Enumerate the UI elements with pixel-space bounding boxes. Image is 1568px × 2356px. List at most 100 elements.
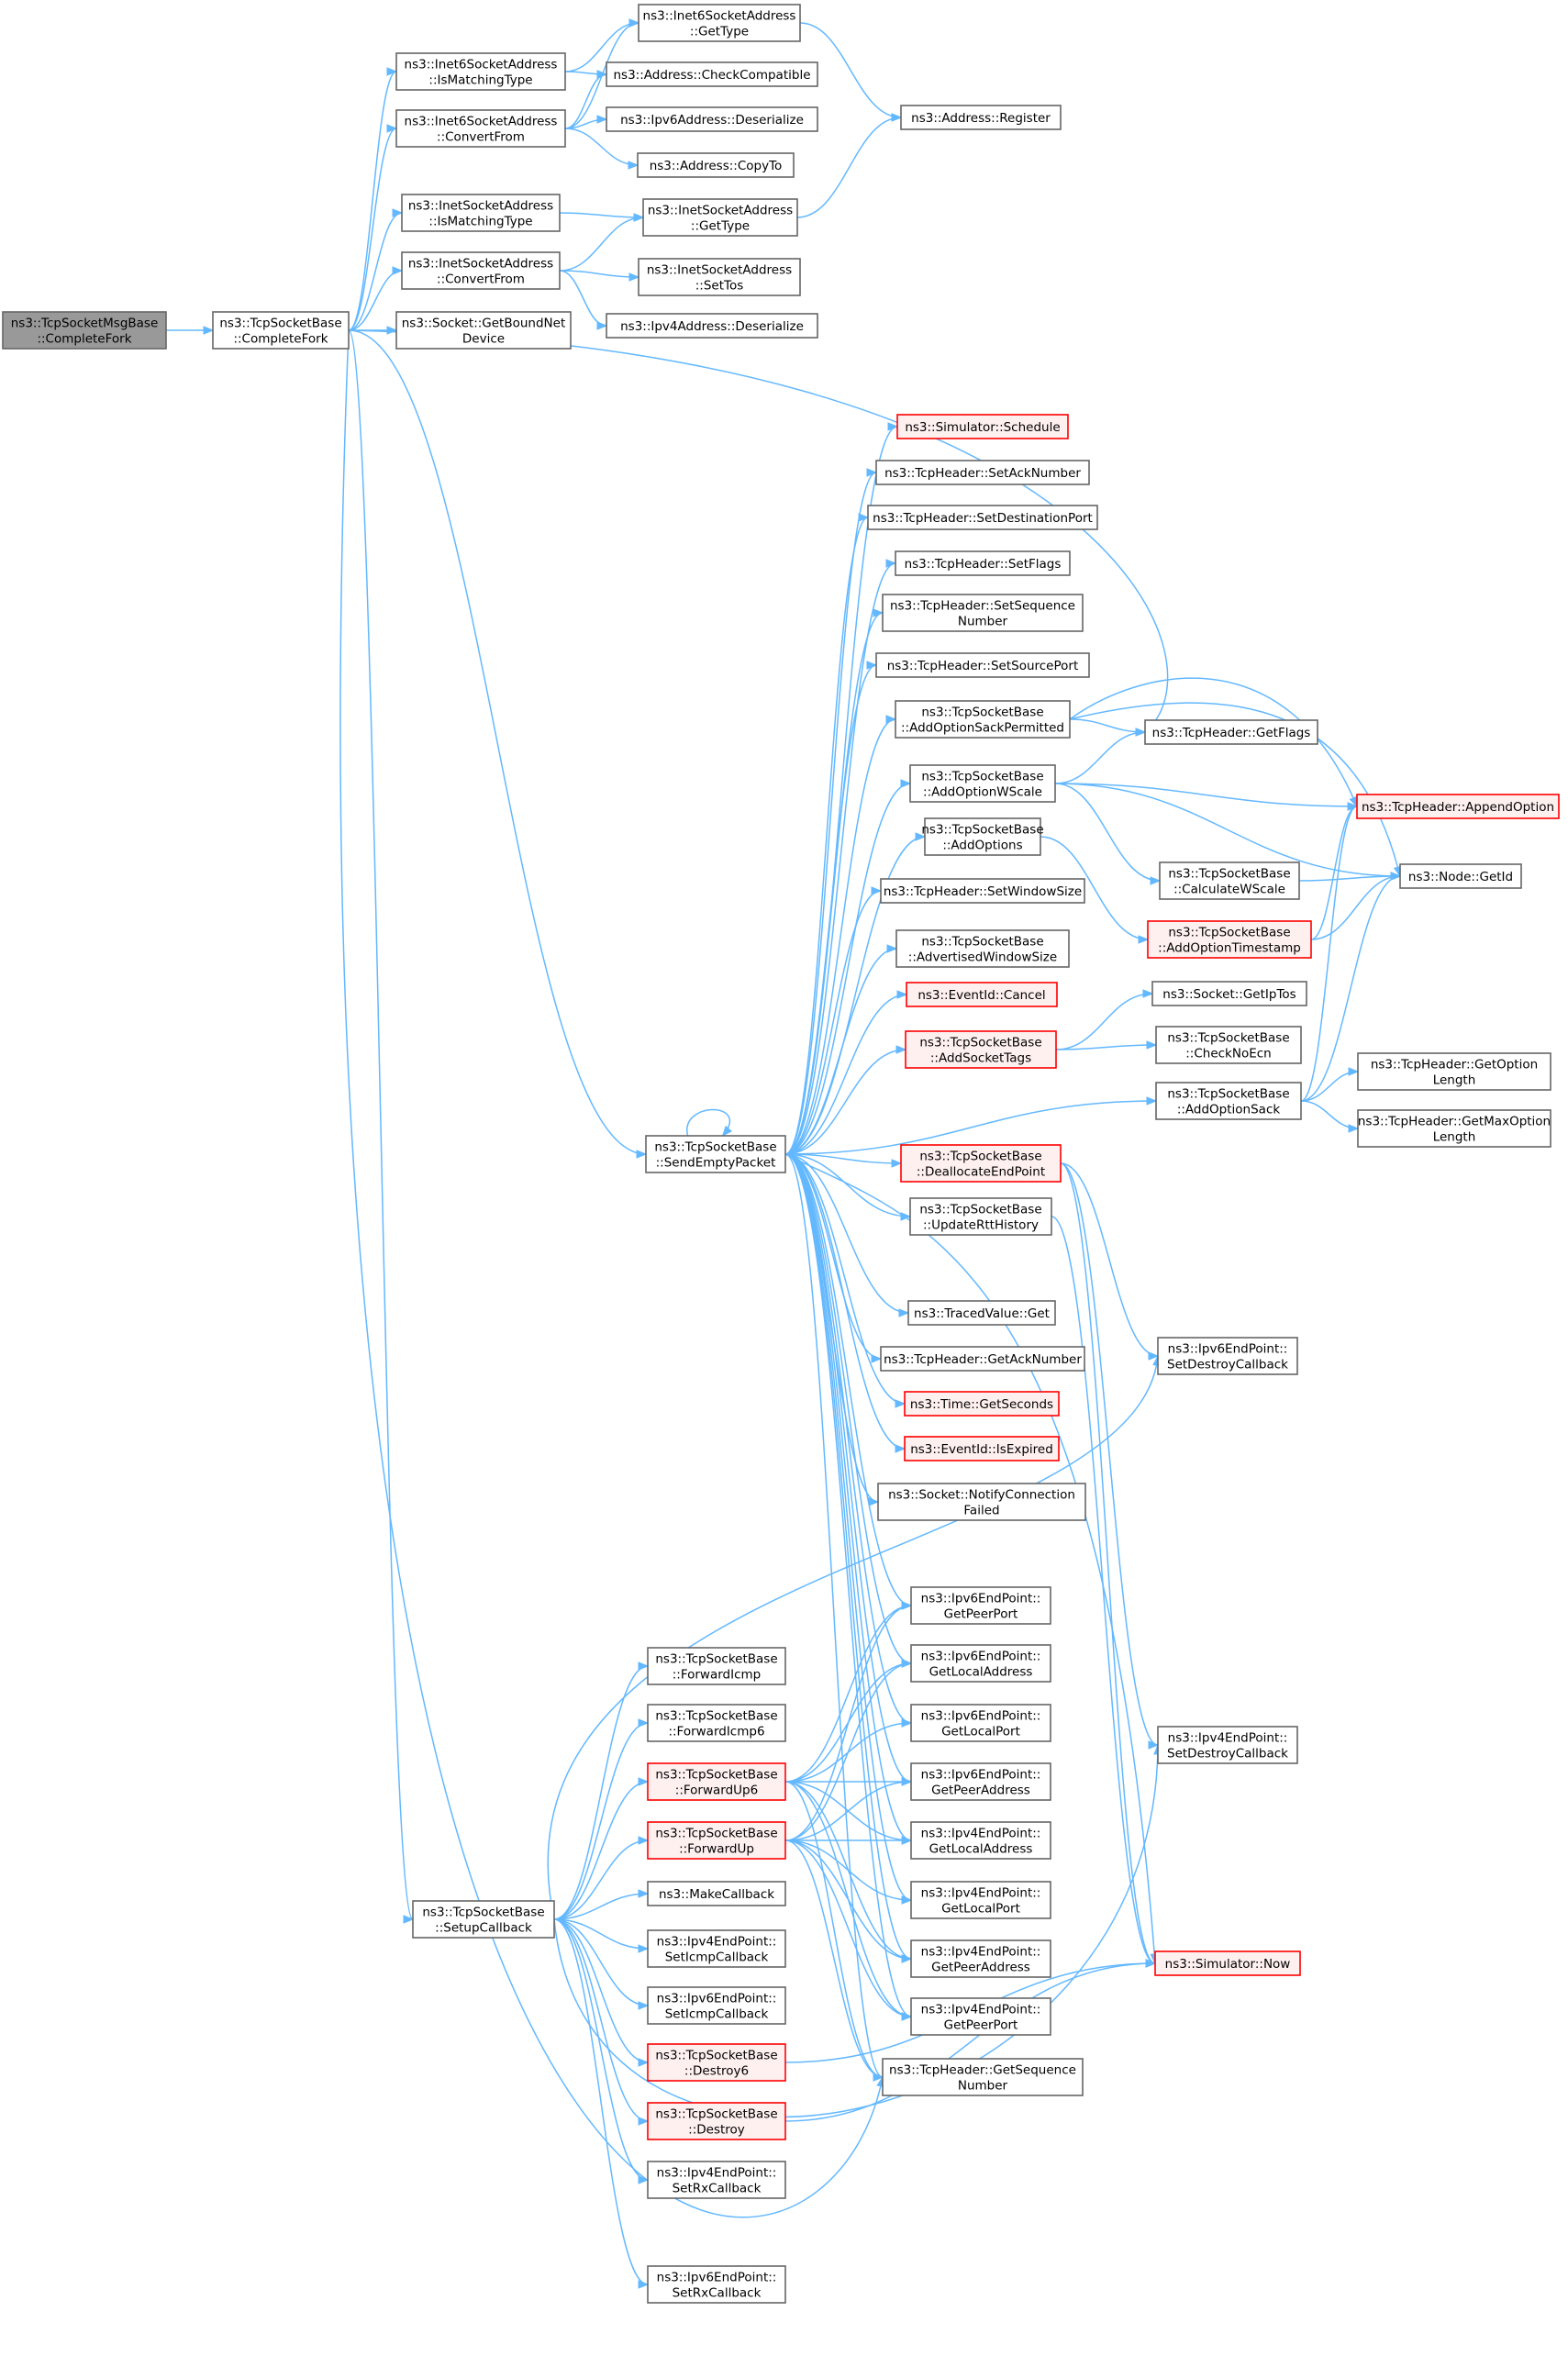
node-label: ::GetType xyxy=(690,25,749,39)
node-sep[interactable]: ns3::TcpSocketBase::SendEmptyPacket xyxy=(645,1135,786,1173)
node-setdp[interactable]: ns3::TcpHeader::SetDestinationPort xyxy=(867,505,1098,530)
edge-arrowhead xyxy=(1348,1067,1360,1076)
node-label: ::ForwardUp6 xyxy=(675,1784,758,1798)
node-mkcb[interactable]: ns3::MakeCallback xyxy=(647,1881,786,1906)
node-root[interactable]: ns3::TcpSocketMsgBase::CompleteFork xyxy=(2,311,167,350)
node-i6sic[interactable]: ns3::Ipv6EndPoint::SetIcmpCallback xyxy=(647,1986,786,2025)
node-label: ns3::Ipv6EndPoint:: xyxy=(921,1709,1041,1724)
node-label: GetPeerPort xyxy=(944,1607,1018,1622)
edge-path xyxy=(559,270,639,278)
node-isexp[interactable]: ns3::EventId::IsExpired xyxy=(904,1436,1060,1461)
edge-arrowhead xyxy=(1135,728,1147,737)
node-i4sic[interactable]: ns3::Ipv4EndPoint::SetIcmpCallback xyxy=(647,1929,786,1968)
node-box xyxy=(909,764,1056,803)
node-acopy[interactable]: ns3::Address::CopyTo xyxy=(637,152,795,178)
node-label: ns3::TcpSocketBase xyxy=(654,1140,776,1155)
node-ip4des[interactable]: ns3::Ipv4Address::Deserialize xyxy=(606,313,818,339)
node-i6gt[interactable]: ns3::Inet6SocketAddress::GetType xyxy=(638,4,801,42)
node-i6gpa[interactable]: ns3::Ipv6EndPoint::GetPeerAddress xyxy=(910,1762,1051,1801)
node-setwin[interactable]: ns3::TcpHeader::SetWindowSize xyxy=(880,878,1085,904)
node-getiptos[interactable]: ns3::Socket::GetIpTos xyxy=(1151,981,1307,1006)
node-setfl[interactable]: ns3::TcpHeader::SetFlags xyxy=(895,550,1071,576)
node-label: ::UpdateRttHistory xyxy=(923,1218,1039,1233)
node-i4gt[interactable]: ns3::InetSocketAddress::GetType xyxy=(642,198,798,237)
node-destroy[interactable]: ns3::TcpSocketBase::Destroy xyxy=(647,2102,786,2140)
call-edge xyxy=(1054,728,1147,784)
node-i6imt[interactable]: ns3::Inet6SocketAddress::IsMatchingType xyxy=(395,52,566,91)
node-label: ns3::Simulator::Now xyxy=(1165,1957,1291,1972)
node-aopts[interactable]: ns3::TcpSocketBase::AddOptions xyxy=(921,817,1044,856)
node-i4gpp[interactable]: ns3::Ipv4EndPoint::GetPeerPort xyxy=(910,1997,1051,2036)
node-calcws[interactable]: ns3::TcpSocketBase::CalculateWScale xyxy=(1159,861,1300,900)
node-acc[interactable]: ns3::Address::CheckCompatible xyxy=(606,61,818,87)
node-label: ns3::TcpHeader::SetDestinationPort xyxy=(873,511,1093,526)
node-setupcb[interactable]: ns3::TcpSocketBase::SetupCallback xyxy=(412,1900,555,1939)
node-i4gla[interactable]: ns3::Ipv4EndPoint::GetLocalAddress xyxy=(910,1821,1051,1860)
node-i4gpa[interactable]: ns3::Ipv4EndPoint::GetPeerAddress xyxy=(910,1939,1051,1978)
node-getfl[interactable]: ns3::TcpHeader::GetFlags xyxy=(1144,719,1318,745)
node-rtth[interactable]: ns3::TcpSocketBase::UpdateRttHistory xyxy=(909,1197,1052,1236)
node-box xyxy=(896,414,1069,439)
node-i6cf[interactable]: ns3::Inet6SocketAddress::ConvertFrom xyxy=(395,109,566,148)
node-fwup[interactable]: ns3::TcpSocketBase::ForwardUp xyxy=(647,1821,786,1860)
node-setack[interactable]: ns3::TcpHeader::SetAckNumber xyxy=(875,460,1090,485)
node-fwicmp[interactable]: ns3::TcpSocketBase::ForwardIcmp xyxy=(647,1647,786,1685)
node-dealloc[interactable]: ns3::TcpSocketBase::DeallocateEndPoint xyxy=(900,1144,1062,1183)
node-i4cf[interactable]: ns3::InetSocketAddress::ConvertFrom xyxy=(401,251,561,290)
node-i6glp[interactable]: ns3::Ipv6EndPoint::GetLocalPort xyxy=(910,1704,1051,1742)
node-label: ns3::TcpHeader::GetFlags xyxy=(1152,726,1311,740)
node-label: ns3::Ipv6EndPoint:: xyxy=(657,2271,777,2285)
node-getid[interactable]: ns3::Node::GetId xyxy=(1399,863,1522,889)
node-i6sdc[interactable]: ns3::Ipv6EndPoint::SetDestroyCallback xyxy=(1157,1337,1298,1375)
node-getsec[interactable]: ns3::Time::GetSeconds xyxy=(904,1391,1060,1417)
edge-path xyxy=(1069,718,1146,733)
node-sched[interactable]: ns3::Simulator::Schedule xyxy=(896,414,1069,439)
node-i6gla[interactable]: ns3::Ipv6EndPoint::GetLocalAddress xyxy=(910,1644,1051,1683)
node-cf[interactable]: ns3::TcpSocketBase::CompleteFork xyxy=(212,311,350,350)
call-edge xyxy=(784,1839,913,1963)
node-label: ::ForwardIcmp xyxy=(673,1668,762,1683)
node-simnow[interactable]: ns3::Simulator::Now xyxy=(1154,1950,1301,1976)
node-i4src[interactable]: ns3::Ipv4EndPoint::SetRxCallback xyxy=(647,2161,786,2199)
node-label: GetLocalPort xyxy=(941,1725,1020,1739)
node-i4tos[interactable]: ns3::InetSocketAddress::SetTos xyxy=(638,258,801,296)
node-appopt[interactable]: ns3::TcpHeader::AppendOption xyxy=(1356,794,1560,819)
node-aows[interactable]: ns3::TcpSocketBase::AddOptionWScale xyxy=(909,764,1056,803)
node-fwup6[interactable]: ns3::TcpSocketBase::ForwardUp6 xyxy=(647,1762,786,1801)
node-setsp[interactable]: ns3::TcpHeader::SetSourcePort xyxy=(875,652,1090,678)
node-destroy6[interactable]: ns3::TcpSocketBase::Destroy6 xyxy=(647,2043,786,2082)
node-label: SetRxCallback xyxy=(673,2182,762,2196)
node-fwicmp6[interactable]: ns3::TcpSocketBase::ForwardIcmp6 xyxy=(647,1704,786,1742)
node-aots[interactable]: ns3::TcpSocketBase::AddOptionTimestamp xyxy=(1147,920,1312,959)
node-i6gpp[interactable]: ns3::Ipv6EndPoint::GetPeerPort xyxy=(910,1586,1051,1625)
node-evcan[interactable]: ns3::EventId::Cancel xyxy=(906,982,1058,1007)
node-aosack[interactable]: ns3::TcpSocketBase::AddOptionSack xyxy=(1155,1082,1302,1120)
call-edge xyxy=(348,208,404,331)
node-i4imt[interactable]: ns3::InetSocketAddress::IsMatchingType xyxy=(401,194,561,232)
edge-path xyxy=(784,1839,912,1901)
node-label: ns3::TcpSocketMsgBase xyxy=(11,317,159,331)
node-box xyxy=(875,460,1090,485)
node-label: ns3::TcpHeader::GetAckNumber xyxy=(884,1352,1082,1367)
call-edge xyxy=(784,513,870,1155)
node-i6src[interactable]: ns3::Ipv6EndPoint::SetRxCallback xyxy=(647,2265,786,2304)
node-ip6des[interactable]: ns3::Ipv6Address::Deserialize xyxy=(606,106,818,132)
node-chkecn[interactable]: ns3::TcpSocketBase::CheckNoEcn xyxy=(1155,1026,1302,1064)
node-addtags[interactable]: ns3::TcpSocketBase::AddSocketTags xyxy=(905,1030,1057,1069)
node-advwin[interactable]: ns3::TcpSocketBase::AdvertisedWindowSize xyxy=(895,929,1070,968)
node-i4glp[interactable]: ns3::Ipv4EndPoint::GetLocalPort xyxy=(910,1881,1051,1919)
node-label: ns3::Ipv4Address::Deserialize xyxy=(620,319,804,334)
node-i4sdc[interactable]: ns3::Ipv4EndPoint::SetDestroyCallback xyxy=(1157,1726,1298,1764)
node-getack[interactable]: ns3::TcpHeader::GetAckNumber xyxy=(880,1346,1085,1372)
node-tvget[interactable]: ns3::TracedValue::Get xyxy=(907,1300,1056,1326)
node-box xyxy=(1159,861,1300,900)
node-areg[interactable]: ns3::Address::Register xyxy=(900,105,1062,130)
node-aosp[interactable]: ns3::TcpSocketBase::AddOptionSackPermitt… xyxy=(895,700,1071,739)
node-label: ::IsMatchingType xyxy=(428,215,532,229)
